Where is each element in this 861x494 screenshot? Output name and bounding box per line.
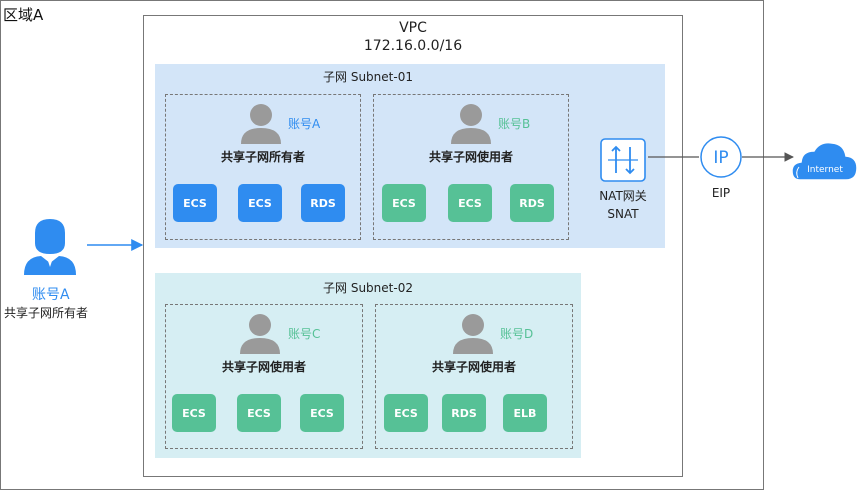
ecs-chip: ECS <box>237 394 281 432</box>
user-icon <box>241 104 281 144</box>
region-label: 区域A <box>3 6 44 24</box>
subnet-01-label: 子网 Subnet-01 <box>323 70 413 84</box>
region-frame <box>0 0 764 490</box>
account-a-box <box>165 94 361 240</box>
ecs-chip: ECS <box>238 184 282 222</box>
rds-chip: RDS <box>301 184 345 222</box>
user-icon <box>453 314 493 354</box>
nat-gateway-icon <box>600 138 646 182</box>
user-icon <box>451 104 491 144</box>
nat-gateway-mode: SNAT <box>607 207 639 221</box>
internet-cloud-icon: Internet <box>791 141 858 181</box>
ecs-chip: ECS <box>172 394 216 432</box>
eip-label: EIP <box>711 186 731 200</box>
rds-chip: RDS <box>442 394 486 432</box>
ecs-chip: ECS <box>300 394 344 432</box>
internet-label: Internet <box>807 165 843 175</box>
account-a-role: 共享子网所有者 <box>220 150 305 164</box>
vpc-title: VPC 172.16.0.0/16 <box>143 19 683 55</box>
vpc-cidr: 172.16.0.0/16 <box>363 38 463 54</box>
eip-icon-text: IP <box>713 148 728 168</box>
ecs-chip: ECS <box>448 184 492 222</box>
account-b-box <box>373 94 569 240</box>
account-c-name: 账号C <box>288 327 321 341</box>
ecs-chip: ECS <box>384 394 428 432</box>
account-d-box <box>375 304 573 449</box>
external-user-role: 共享子网所有者 <box>4 306 89 320</box>
eip-icon: IP <box>700 136 742 178</box>
ecs-chip: ECS <box>382 184 426 222</box>
owner-user-icon <box>24 219 76 275</box>
ecs-chip: ECS <box>173 184 217 222</box>
account-b-role: 共享子网使用者 <box>428 150 513 164</box>
user-icon <box>240 314 280 354</box>
account-c-box <box>165 304 363 449</box>
account-d-name: 账号D <box>500 327 534 341</box>
external-user-name: 账号A <box>32 287 70 303</box>
account-b-name: 账号B <box>498 117 531 131</box>
nat-gateway-label: NAT网关 <box>599 189 647 203</box>
vpc-name: VPC <box>399 20 427 36</box>
account-c-role: 共享子网使用者 <box>221 360 306 374</box>
account-a-name: 账号A <box>288 117 321 131</box>
rds-chip: RDS <box>510 184 554 222</box>
subnet-02-label: 子网 Subnet-02 <box>323 281 413 295</box>
elb-chip: ELB <box>503 394 547 432</box>
account-d-role: 共享子网使用者 <box>431 360 516 374</box>
